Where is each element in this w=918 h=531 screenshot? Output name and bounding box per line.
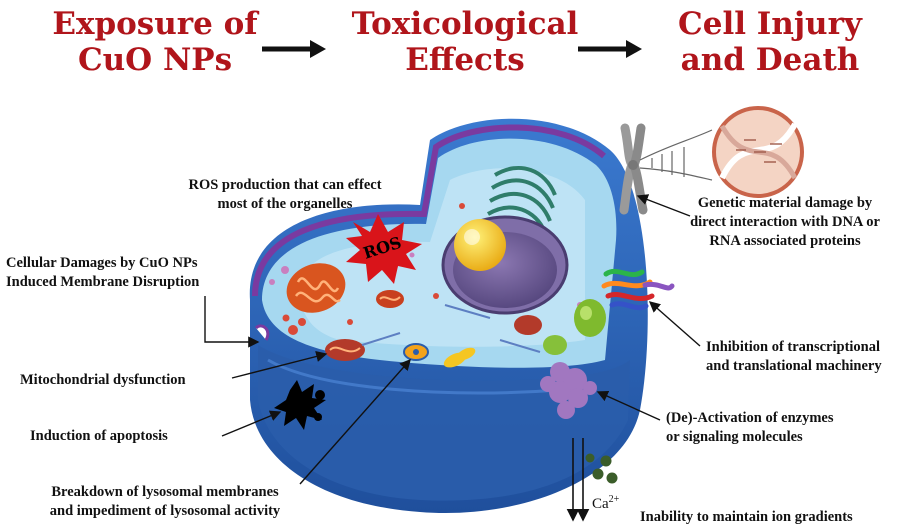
mitochondrion-small-1 bbox=[376, 290, 404, 308]
lysosome bbox=[403, 343, 429, 361]
label-lysosomal: Breakdown of lysosomal membranes and imp… bbox=[10, 483, 320, 521]
mitochondrion-large bbox=[286, 263, 346, 313]
flow-step-toxic-line2: Effects bbox=[405, 42, 525, 78]
label-mitochondrial-dysfunction: Mitochondrial dysfunction bbox=[20, 371, 240, 390]
flow-step-toxic-line1: Toxicological bbox=[351, 6, 579, 42]
label-apoptosis-line1: Induction of apoptosis bbox=[30, 428, 168, 444]
label-enzymes-line2: or signaling molecules bbox=[666, 429, 803, 445]
nucleus bbox=[441, 215, 569, 315]
membrane-pit bbox=[254, 324, 270, 341]
label-calcium: Ca2+ bbox=[592, 490, 652, 514]
ros-burst bbox=[346, 214, 422, 284]
label-transcription: Inhibition of transcriptional and transl… bbox=[706, 338, 918, 376]
flow-step-injury: Cell Injury and Death bbox=[650, 6, 890, 78]
flow-arrow-1 bbox=[262, 40, 326, 58]
protein-ribbon bbox=[601, 268, 675, 311]
label-genetic-line1: Genetic material damage by bbox=[697, 195, 873, 211]
vacuole bbox=[543, 299, 606, 355]
flow-arrow-2 bbox=[578, 40, 642, 58]
label-apoptosis: Induction of apoptosis bbox=[30, 427, 230, 446]
label-enzymes-line1: (De)-Activation of enzymes bbox=[666, 410, 834, 426]
label-membrane-line1: Cellular Damages by CuO NPs bbox=[6, 255, 198, 271]
secretory-vesicles bbox=[443, 347, 476, 368]
callout-lines bbox=[204, 194, 701, 485]
protein-cluster bbox=[540, 362, 597, 419]
apoptotic-body bbox=[274, 380, 326, 430]
mitochondrion-small-2 bbox=[325, 339, 365, 361]
label-ros-production: ROS production that can effect most of t… bbox=[150, 176, 420, 214]
label-membrane-line2: Induced Membrane Disruption bbox=[6, 274, 200, 290]
label-transcription-line2: and translational machinery bbox=[706, 358, 882, 374]
ion-flux-arrows bbox=[566, 438, 590, 522]
calcium-symbol: Ca bbox=[592, 496, 609, 512]
label-transcription-line1: Inhibition of transcriptional bbox=[706, 339, 881, 355]
label-mito-line1: Mitochondrial dysfunction bbox=[20, 372, 186, 388]
label-genetic-line3: RNA associated proteins bbox=[709, 233, 861, 249]
flow-step-injury-line2: and Death bbox=[680, 42, 860, 78]
vesicles bbox=[282, 203, 465, 335]
dna-helix-circle bbox=[712, 106, 804, 198]
label-genetic-damage: Genetic material damage by direct intera… bbox=[660, 194, 910, 251]
label-genetic-line2: direct interaction with DNA or bbox=[690, 214, 880, 230]
flow-step-toxic: Toxicological Effects bbox=[340, 6, 590, 78]
label-ros-line2: most of the organelles bbox=[217, 196, 353, 212]
dna-zoom-funnel bbox=[639, 129, 713, 181]
cytoskeleton bbox=[361, 304, 541, 353]
label-membrane-disruption: Cellular Damages by CuO NPs Induced Memb… bbox=[6, 254, 266, 292]
label-lysosome-line2: and impediment of lysosomal activity bbox=[49, 503, 281, 519]
golgi bbox=[486, 165, 557, 233]
label-ions-line1: Inability to maintain ion gradients bbox=[640, 509, 853, 525]
flow-step-injury-line1: Cell Injury bbox=[678, 6, 862, 42]
label-enzymes: (De)-Activation of enzymes or signaling … bbox=[666, 409, 896, 447]
calcium-ions bbox=[585, 453, 618, 484]
flow-step-exposure: Exposure of CuO NPs bbox=[40, 6, 270, 78]
label-ros-line1: ROS production that can effect bbox=[188, 177, 382, 193]
flow-step-exposure-line2: CuO NPs bbox=[77, 42, 233, 78]
label-lysosome-line1: Breakdown of lysosomal membranes bbox=[51, 484, 279, 500]
mitochondrion-small-3 bbox=[514, 315, 542, 335]
flow-step-exposure-line1: Exposure of bbox=[52, 6, 258, 42]
label-ion-gradients: Inability to maintain ion gradients bbox=[640, 508, 918, 527]
calcium-charge: 2+ bbox=[608, 494, 620, 505]
